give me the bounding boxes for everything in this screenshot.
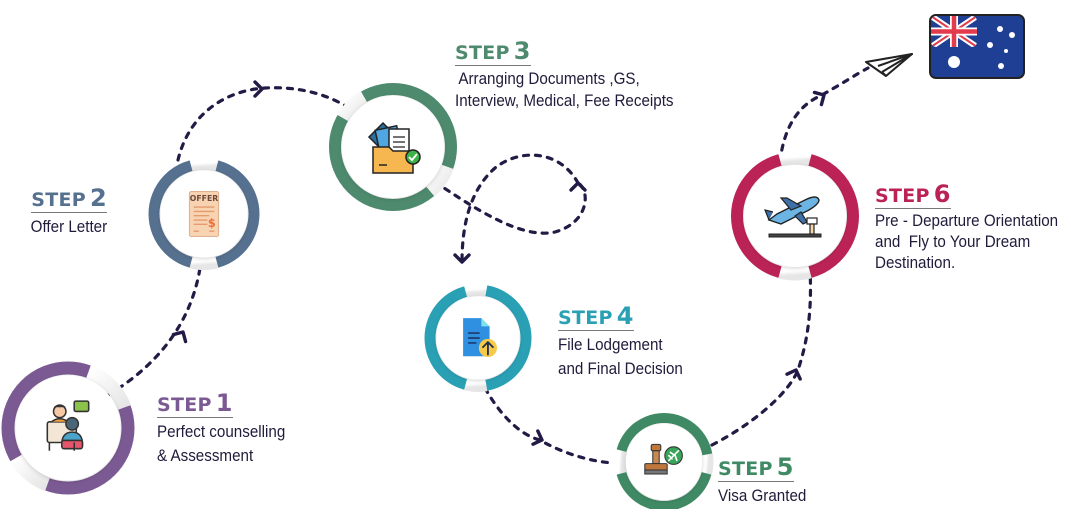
connector-5-6 (710, 266, 813, 447)
step-2-description: Offer Letter (30, 215, 107, 239)
step-4-word: STEP (558, 307, 613, 329)
step-1-ring-gap-1 (85, 365, 131, 411)
step-2-ring-gap-2 (189, 256, 219, 270)
svg-text:$: $ (208, 217, 216, 230)
step-1-number: 1 (215, 389, 233, 417)
step-6-line-1: Pre - Departure Orientation (875, 212, 1059, 230)
step-1-description: Perfect counselling & Assessment (157, 420, 285, 468)
arrowhead-6 (785, 368, 802, 381)
connector-6-destination (778, 66, 870, 164)
step-3-description: Arranging Documents ,GS, Interview, Medi… (455, 68, 674, 112)
paper-plane-icon (865, 53, 913, 77)
step-6-word: STEP (875, 185, 930, 207)
step-3-ring-gap-2 (425, 164, 454, 197)
step-6-description: Pre - Departure Orientation and Fly to Y… (875, 211, 1058, 274)
step-3-circle (329, 83, 457, 211)
step-5-circle (614, 413, 714, 511)
step-1-circle (1, 361, 135, 495)
step-4-number: 4 (616, 302, 634, 330)
australia-flag-icon (929, 14, 1025, 79)
step-1-line-2: & Assessment (157, 447, 254, 465)
step-4-ring-gap-2 (464, 378, 488, 392)
step-3-line-1: Arranging Documents ,GS, (455, 70, 640, 88)
step-1-line-1: Perfect counselling (157, 423, 286, 441)
airplane-takeoff-icon (764, 196, 822, 238)
connector-1-2 (106, 266, 202, 397)
step-3-ring-gap-1 (337, 91, 368, 122)
step-5-ring-gap-1 (701, 453, 714, 475)
step-4-line-1: File Lodgement (558, 336, 663, 354)
step-2-word: STEP (31, 189, 86, 211)
step-3-ring (329, 83, 457, 211)
step-4-line-2: and Final Decision (558, 360, 683, 378)
connector-4-5 (483, 386, 616, 465)
step-6-line-2: and Fly to Your Dream (875, 233, 1031, 251)
step-5-inner (626, 424, 702, 500)
step-5-number: 5 (776, 453, 794, 481)
step-3-number: 3 (513, 37, 531, 65)
step-1-ring (1, 361, 135, 495)
step-2-line-1: Offer Letter (30, 218, 107, 236)
counselling-icon (46, 400, 90, 451)
step-5-line-1: Visa Granted (718, 487, 807, 505)
step-6-number: 6 (933, 180, 951, 208)
step-4-description: File Lodgement and Final Decision (558, 333, 683, 381)
svg-text:OFFER: OFFER (190, 194, 218, 203)
arrowhead-3 (453, 253, 471, 264)
arrowhead-4 (569, 181, 587, 192)
offer-letter-icon: OFFER $ (188, 191, 220, 237)
step-4-ring-gap-1 (464, 284, 488, 298)
step-2-ring-gap-1 (189, 158, 219, 172)
step-6-circle (731, 151, 859, 281)
arrowhead-2 (253, 80, 264, 98)
step-6-ring-gap-1 (778, 151, 812, 167)
step-2-circle: OFFER $ (148, 158, 260, 270)
documents-folder-icon (367, 121, 421, 174)
step-3-line-2: Interview, Medical, Fee Receipts (455, 92, 674, 110)
step-2-number: 2 (90, 184, 107, 212)
arrowhead-7 (812, 90, 826, 107)
step-5-ring-gap-2 (614, 449, 627, 475)
arrowhead-1 (171, 330, 188, 344)
visa-stamp-icon (644, 443, 683, 475)
step-5-description: Visa Granted (718, 484, 806, 508)
step-1-word: STEP (157, 394, 212, 416)
step-6-ring-gap-2 (778, 265, 812, 281)
step-5-word: STEP (718, 458, 773, 480)
file-upload-icon (463, 318, 498, 358)
step-6-line-3: Destination. (875, 254, 956, 272)
step-3-word: STEP (455, 42, 510, 64)
connector-3-loop (433, 180, 587, 235)
arrowhead-5 (531, 429, 544, 446)
step-1-ring-gap-2 (9, 454, 51, 491)
connector-2-3 (176, 86, 354, 162)
connector-loop-4 (460, 153, 580, 264)
step-4-circle (424, 284, 532, 392)
